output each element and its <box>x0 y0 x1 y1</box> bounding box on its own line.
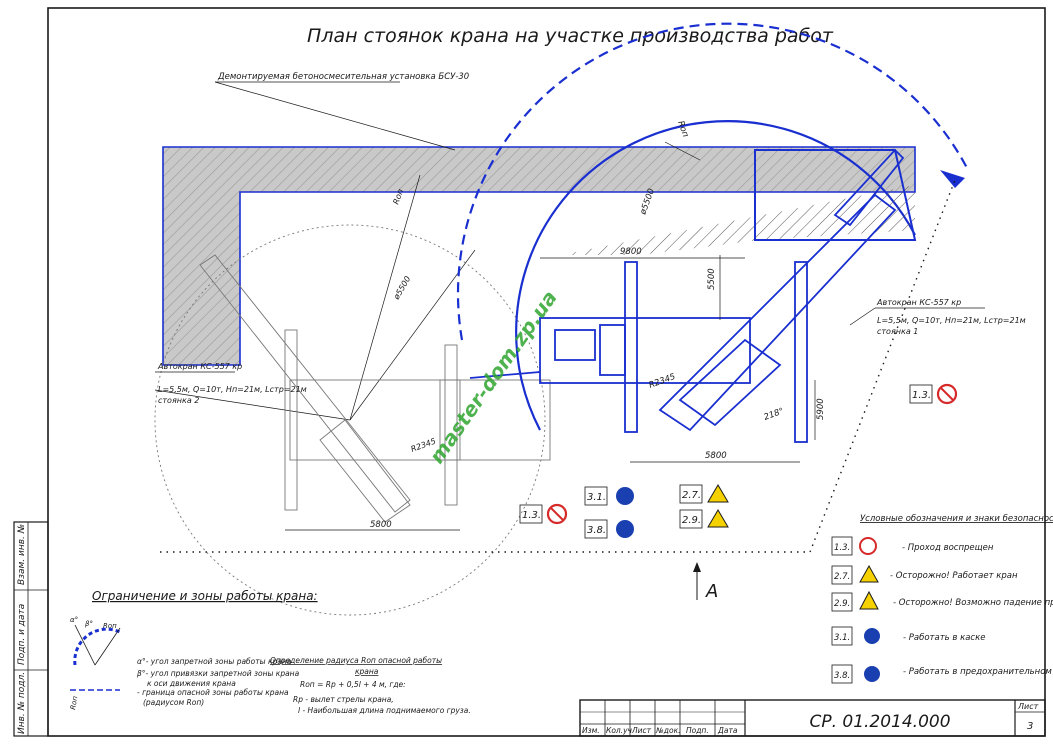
title-block <box>579 699 1046 737</box>
dim-5900: 5900 <box>816 398 826 420</box>
legend-text-13: - Проход воспрещен <box>902 543 994 553</box>
stamp-col-sign: Подп. <box>686 726 709 735</box>
falling-objects-icon <box>707 509 729 528</box>
zone-alpha-def: α°- угол запретной зоны работы крана <box>137 657 292 666</box>
mini-alpha-label: α° <box>70 616 78 624</box>
plan-signs: 1.3. 3.1. 3.8. 2.7. 2.9. 1.3. <box>519 383 958 539</box>
legend-code-31: 3.1. <box>834 633 850 643</box>
sign-code-31: 3.1. <box>587 492 606 503</box>
legend-item-29: 2.9. - Осторожно! Возможно падение предм… <box>831 590 1053 612</box>
safety-belt-icon <box>864 666 880 682</box>
batching-plant: Демонтируемая бетоносмесительная установ… <box>162 72 916 366</box>
label-demolished-plant: Демонтируемая бетоносмесительная установ… <box>217 72 469 82</box>
legend-text-29: - Осторожно! Возможно падение предметов <box>893 598 1053 608</box>
sign-code-13-c: 1.3. <box>912 390 931 401</box>
legend-item-31: 3.1. - Работать в каске <box>831 626 985 646</box>
stamp-col-kol: Кол.уч <box>606 726 633 735</box>
crane-stand-1-body <box>469 148 905 443</box>
arrow-label-a: А <box>705 581 718 602</box>
zone-beta-def: β°- угол привязки запретной зоны крана <box>137 669 300 678</box>
zone-border-def-2: (радиусом Rоп) <box>143 698 204 707</box>
legend-item-38: 3.8. - Работать в предохранительном пояс… <box>831 664 1053 684</box>
crane-warning-icon <box>707 484 729 503</box>
zone-border-def: - граница опасной зоны работы крана <box>137 688 289 697</box>
sign-code-29: 2.9. <box>682 515 701 526</box>
sign-code-38: 3.8. <box>587 525 606 536</box>
sign-code-13-a: 1.3. <box>522 510 541 521</box>
legend-text-38: - Работать в предохранительном поясе <box>903 667 1053 677</box>
safety-belt-icon <box>616 520 634 538</box>
radius-ron-top: Rоп <box>675 120 690 139</box>
crane-1-dimensions: 9800 5500 5900 5800 Rоп ø5500 R2345 218° <box>540 120 826 463</box>
legend-item-13: 1.3. - Проход воспрещен <box>831 536 994 556</box>
formula-heading: Определение радиуса Rоп опасной работы <box>270 656 442 665</box>
mini-ron-label: Rоп <box>103 622 117 630</box>
crane-1-caption: Автокран КС-557 кр L=5,5м, Q=10т, Нп=21м… <box>849 298 1026 336</box>
crane-2-model: Автокран КС-557 кр <box>157 362 242 371</box>
formula-equation: Rоп = Rр + 0,5l + 4 м, где: <box>300 680 406 689</box>
page-title: План стоянок крана на участке производст… <box>307 25 834 47</box>
crane-1-params: L=5,5м, Q=10т, Нп=21м, Lстр=21м <box>877 316 1026 325</box>
formula-l: l - Наибольшая длина поднимаемого груза. <box>298 706 471 715</box>
document-code: СР. 01.2014.000 <box>809 712 950 732</box>
dim-5500: 5500 <box>707 268 717 290</box>
legend-item-27: 2.7. - Осторожно! Работает кран <box>831 564 1018 585</box>
legend-title: Условные обозначения и знаки безопасност… <box>860 514 1053 524</box>
crane-stand-2: 5800 R2345 Rоп ø5500 <box>154 174 551 616</box>
legend-code-29: 2.9. <box>834 599 850 609</box>
legend-text-27: - Осторожно! Работает кран <box>890 571 1018 581</box>
mini-beta-label: β° <box>85 620 93 628</box>
side-stamp-labels: Взам. инв. № Подп. и дата Инв. № подл. <box>17 524 27 734</box>
diameter-5500-left: ø5500 <box>391 275 412 302</box>
legend: Условные обозначения и знаки безопасност… <box>831 514 1053 684</box>
legend-code-38: 3.8. <box>834 671 850 681</box>
crane-warning-icon <box>859 564 879 583</box>
zone-beta-def-2: к оси движения крана <box>147 679 236 688</box>
sheet-frame <box>13 7 1046 737</box>
title-block-text: Изм. Кол.уч Лист №док. Подп. Дата СР. 01… <box>582 702 1039 735</box>
no-entry-icon <box>859 537 877 555</box>
dim-9800: 9800 <box>620 247 642 257</box>
legend-code-27: 2.7. <box>834 572 850 582</box>
direction-arrow-a: А <box>693 562 718 602</box>
crane-2-caption: Автокран КС-557 кр L=5,5м, Q=10т, Нп=21м… <box>155 362 307 405</box>
stamp-col-doc: №док. <box>655 726 681 735</box>
helmet-icon <box>864 628 880 644</box>
zone-mini-diagram: Rоп α° β° Rоп <box>69 616 121 710</box>
mini-ron-bottom: Rоп <box>69 695 79 710</box>
crane-stand-1-zones <box>456 22 969 431</box>
helmet-icon <box>616 487 634 505</box>
sign-code-27: 2.7. <box>682 490 701 501</box>
stamp-col-izm: Изм. <box>582 726 600 735</box>
side-label-inv: Инв. № подл. <box>17 672 27 734</box>
legend-text-31: - Работать в каске <box>903 633 985 643</box>
formula-rp: Rр - вылет стрелы крана, <box>293 695 394 704</box>
crane-1-stand: стоянка 1 <box>877 327 918 336</box>
side-label-sign: Подп. и дата <box>17 604 27 665</box>
falling-objects-icon <box>859 590 879 610</box>
crane-2-params: L=5,5м, Q=10т, Нп=21м, Lстр=21м <box>158 385 307 394</box>
sheet-label: Лист <box>1017 702 1039 711</box>
stamp-col-list: Лист <box>631 726 652 735</box>
zones-title: Ограничение и зоны работы крана: <box>92 589 318 603</box>
dim-5800-right: 5800 <box>705 451 727 461</box>
sheet-number: 3 <box>1027 721 1033 732</box>
crane-2-stand: стоянка 2 <box>158 396 199 405</box>
angle-218: 218° <box>763 406 786 422</box>
crane-1-model: Автокран КС-557 кр <box>876 298 961 307</box>
zone-definitions: Ограничение и зоны работы крана: Rоп α° … <box>69 589 471 715</box>
stamp-col-date: Дата <box>717 726 738 735</box>
danger-zone-border <box>160 179 956 553</box>
legend-code-13: 1.3. <box>834 543 850 553</box>
formula-heading-2: крана <box>355 667 379 676</box>
side-label-replace: Взам. инв. № <box>17 524 27 585</box>
radius-r2345-right: R2345 <box>648 372 677 391</box>
dim-5800-left: 5800 <box>370 520 392 530</box>
